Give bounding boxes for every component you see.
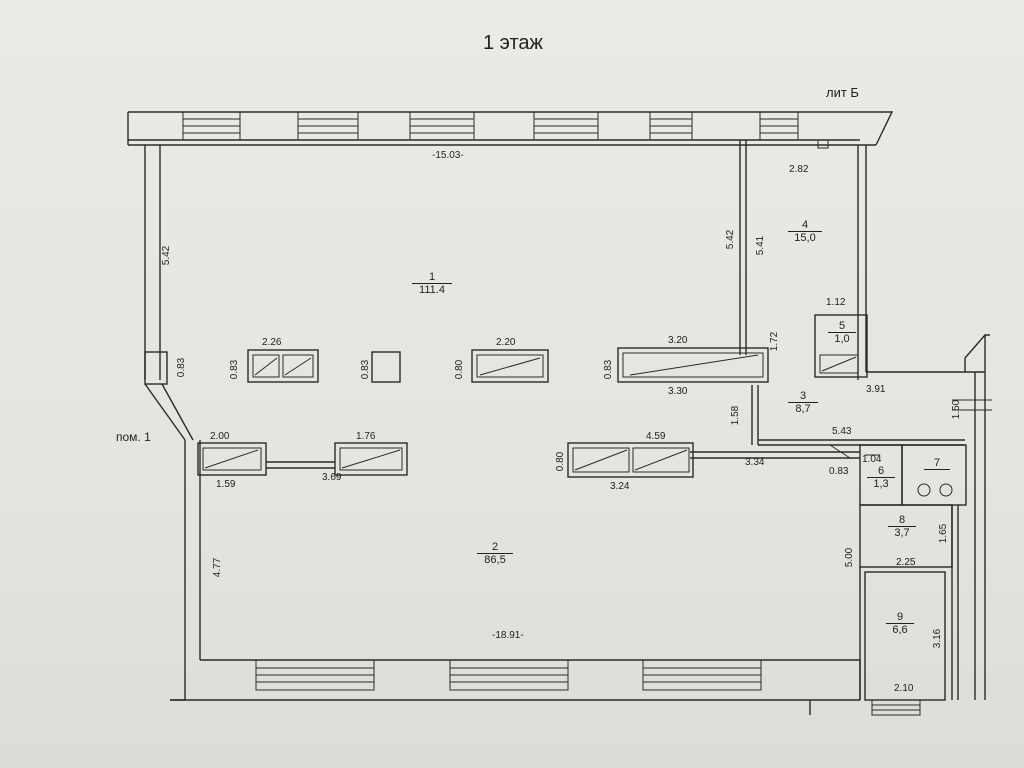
room-number: 7 <box>924 457 950 470</box>
premise-label: пом. 1 <box>116 430 151 444</box>
dim-room8-height: 1.65 <box>938 523 950 544</box>
room-number: 5 <box>828 320 856 333</box>
dim-room6-depth: 0.83 <box>829 466 849 477</box>
dim-room9-height: 3.16 <box>932 628 944 649</box>
room-number: 3 <box>788 390 818 403</box>
room-number: 1 <box>412 271 452 284</box>
room-area: 3,7 <box>894 527 910 539</box>
left-wall <box>144 145 201 701</box>
room-number: 6 <box>867 465 895 478</box>
dim-cab-1-59: 1.59 <box>216 479 236 490</box>
dim-cab-4-59: 4.59 <box>646 431 666 442</box>
bottom-wall <box>170 659 861 715</box>
partitions <box>690 140 992 716</box>
dim-col-2-20: 2.20 <box>496 337 516 348</box>
floor-title: 1 этаж <box>483 32 543 54</box>
room-number: 8 <box>888 514 916 527</box>
dim-bottom-length: -18.91- <box>492 630 524 641</box>
room-area: 111.4 <box>419 284 445 296</box>
dim-partition-a: 5.42 <box>725 229 737 250</box>
dim-col-3-30: 3.30 <box>668 386 688 397</box>
dim-room3-bottom: 5.43 <box>832 426 852 437</box>
dim-room3-width: 3.91 <box>866 384 886 395</box>
dim-room9-width: 2.10 <box>894 683 914 694</box>
dim-cab-1-76: 1.76 <box>356 431 376 442</box>
room-number: 2 <box>477 541 513 554</box>
room-area: 6,6 <box>892 624 908 636</box>
dim-cab-3-24: 3.24 <box>610 481 630 492</box>
room-area: 86,5 <box>484 554 506 566</box>
room-2-label: 2 86,5 <box>477 541 513 567</box>
room-3-label: 3 8,7 <box>788 390 818 416</box>
dim-partition-b: 5.41 <box>755 235 767 256</box>
dim-room5-width: 1.12 <box>826 297 846 308</box>
dim-top-length: -15.03- <box>432 150 464 161</box>
room-1-label: 1 111.4 <box>412 271 452 297</box>
room-7-label: 7 <box>924 457 950 470</box>
dim-cab-3-69: 3.69 <box>322 472 342 483</box>
room2-fixtures <box>197 442 694 478</box>
top-windows <box>182 111 799 141</box>
building-label: лит Б <box>826 85 859 100</box>
dim-cab-2-00: 2.00 <box>210 431 230 442</box>
dim-left-upper: 5.42 <box>161 245 173 266</box>
dim-col-0-83-b: 0.83 <box>360 359 372 380</box>
dim-room8-width: 2.25 <box>896 557 916 568</box>
room-number: 4 <box>788 219 822 232</box>
dim-left-lower: 4.77 <box>212 557 224 578</box>
dim-left-col: 0.83 <box>176 357 188 378</box>
room-4-label: 4 15,0 <box>788 219 822 245</box>
dim-room2-right: 5.00 <box>844 547 856 568</box>
dim-col-0-83-a: 0.83 <box>229 359 241 380</box>
room1-fixtures <box>247 347 769 383</box>
dim-room6-width: 1.04 <box>862 454 882 465</box>
room-area: 1,0 <box>834 333 850 345</box>
dim-col-0-83-c: 0.83 <box>603 359 615 380</box>
dim-col-2-26: 2.26 <box>262 337 282 348</box>
bottom-windows <box>255 659 762 691</box>
room-area: 15,0 <box>794 232 816 244</box>
room-8-label: 8 3,7 <box>888 514 916 540</box>
top-wall <box>127 111 894 149</box>
dim-col-3-20: 3.20 <box>668 335 688 346</box>
dim-cab-3-34: 3.34 <box>745 457 765 468</box>
room-area: 1,3 <box>873 478 889 490</box>
room-5-label: 5 1,0 <box>828 320 856 346</box>
dim-col-0-80-a: 0.80 <box>454 359 466 380</box>
dim-right-stair: 1.50 <box>951 399 963 420</box>
dim-room5-height: 1.72 <box>769 331 781 352</box>
dim-room4-width: 2.82 <box>789 164 809 175</box>
dim-room3-height: 1.58 <box>730 405 742 426</box>
room-6-label: 6 1,3 <box>867 465 895 491</box>
room-number: 9 <box>886 611 914 624</box>
room-area: 8,7 <box>795 403 811 415</box>
dim-cab-0-80: 0.80 <box>555 451 567 472</box>
room-9-label: 9 6,6 <box>886 611 914 637</box>
